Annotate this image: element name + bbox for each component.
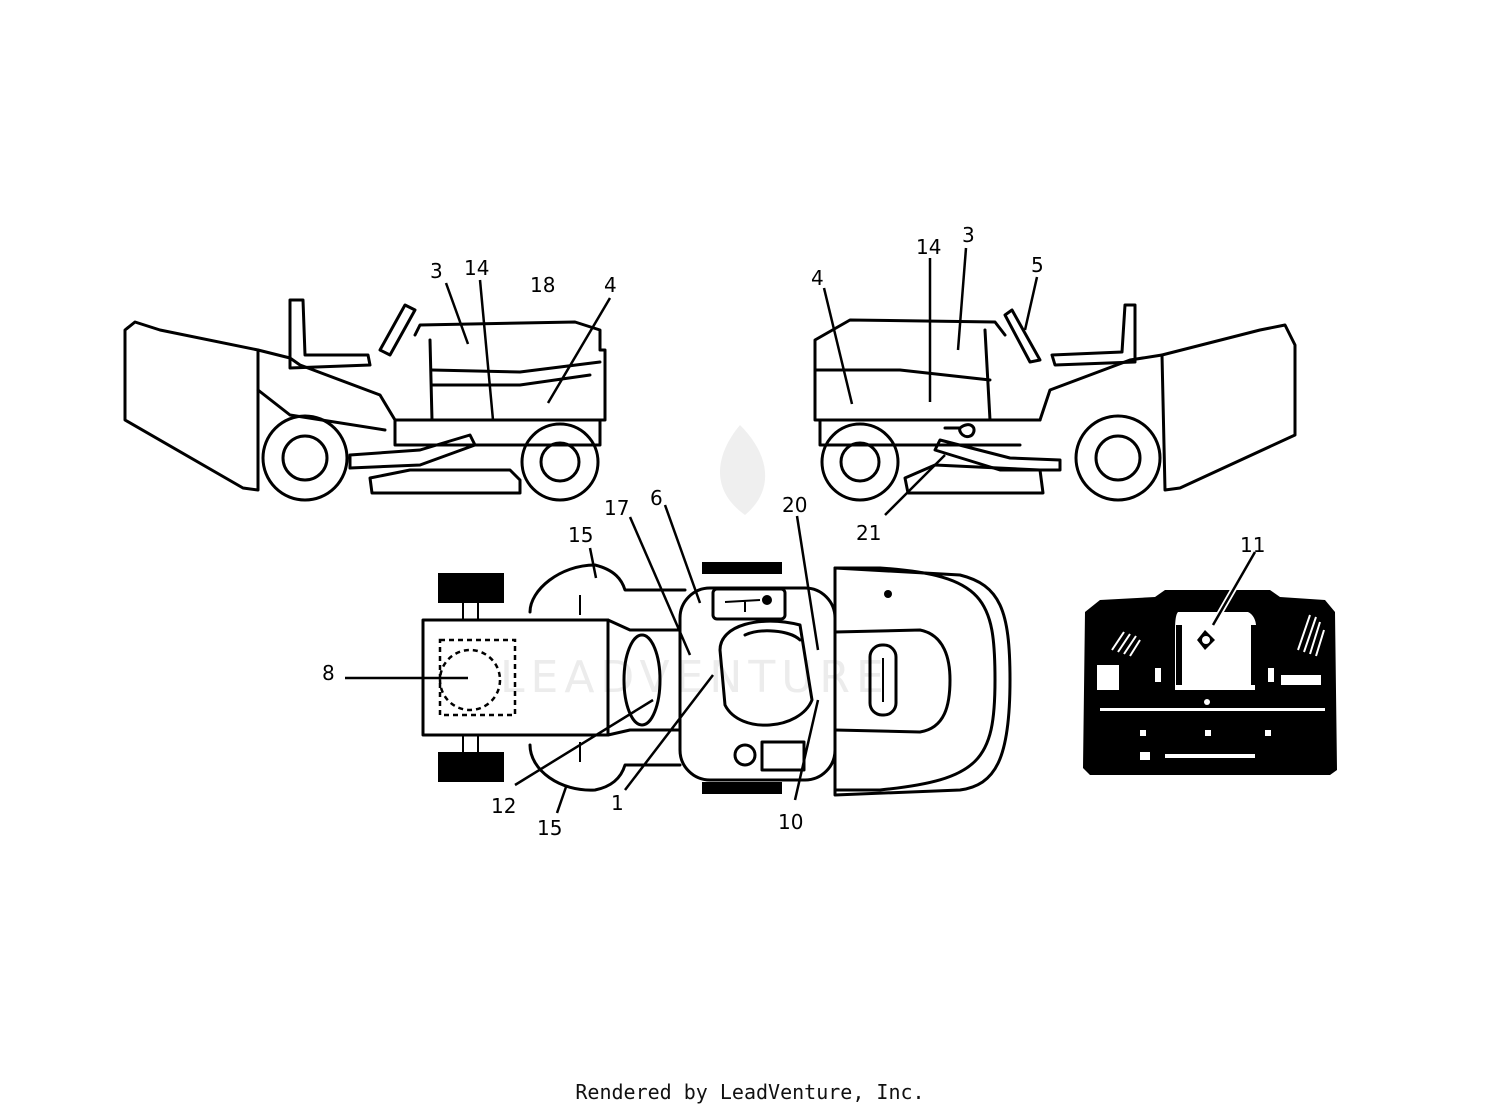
mower-top-view — [345, 504, 1012, 814]
callout-top-12: 12 — [491, 794, 516, 818]
svg-text:LEADVENTURE: LEADVENTURE — [500, 652, 890, 703]
dash-panel-view — [1083, 550, 1337, 775]
callout-top-15-upper: 15 — [568, 523, 593, 547]
callout-top-10: 10 — [778, 810, 803, 834]
callout-right-5: 5 — [1031, 253, 1044, 277]
callout-dash-11: 11 — [1240, 533, 1265, 557]
footer-credit: Rendered by LeadVenture, Inc. — [575, 1080, 925, 1104]
callout-top-6: 6 — [650, 486, 663, 510]
callout-left-18: 18 — [530, 273, 555, 297]
callout-top-15-lower: 15 — [537, 816, 562, 840]
callout-right-4: 4 — [811, 266, 824, 290]
callout-left-3: 3 — [430, 259, 443, 283]
callout-left-14: 14 — [464, 256, 489, 280]
callout-top-1: 1 — [611, 791, 624, 815]
mower-right-side-view — [813, 247, 1297, 516]
callout-top-8: 8 — [322, 661, 335, 685]
callout-right-14: 14 — [916, 235, 941, 259]
callout-right-21: 21 — [856, 521, 881, 545]
callout-top-17: 17 — [604, 496, 629, 520]
callout-left-4: 4 — [604, 273, 617, 297]
mower-left-side-view — [123, 279, 612, 502]
callout-top-20: 20 — [782, 493, 807, 517]
watermark: LEADVENTURE — [500, 425, 890, 703]
callout-right-3: 3 — [962, 223, 975, 247]
